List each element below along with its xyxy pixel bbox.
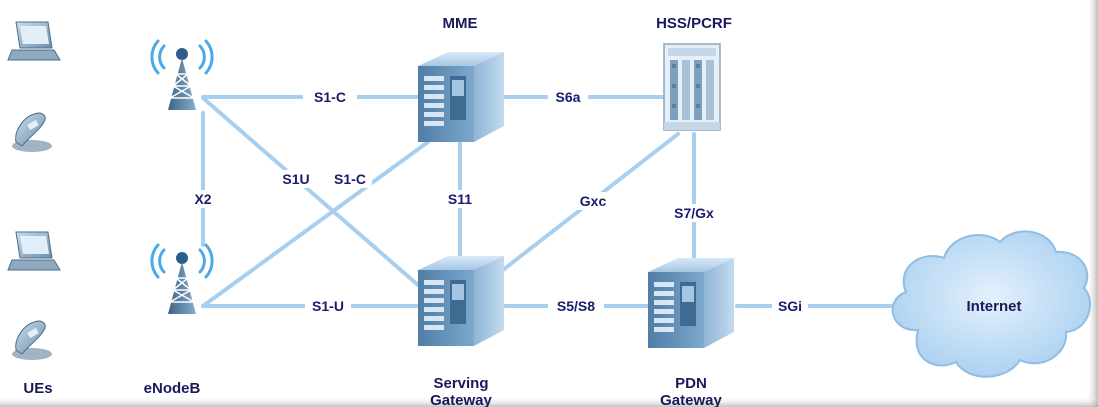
label-s11: S11	[448, 191, 472, 207]
ue-laptop-icon-1	[7, 21, 61, 61]
label-gxc: Gxc	[580, 193, 607, 209]
enodeb-label: eNodeB	[144, 380, 201, 397]
link-s1c-cross	[201, 140, 430, 308]
links-layer	[201, 95, 904, 308]
page-bottom-shadow	[0, 396, 1098, 407]
internet-label: Internet	[966, 298, 1021, 315]
label-s1c-cross: S1-C	[334, 171, 366, 187]
enodeb-tower-icon-bottom	[150, 243, 214, 314]
hss-pcrf-label: HSS/PCRF	[656, 15, 732, 32]
hss-pcrf-rack-icon	[663, 43, 721, 131]
ue-phone-icon-2	[12, 320, 52, 360]
label-s6a: S6a	[556, 89, 581, 105]
pdn-gateway-label-line1: PDN	[675, 375, 707, 392]
enodeb-tower-icon-top	[150, 39, 214, 110]
ue-laptop-icon-2	[7, 231, 61, 271]
ue-phone-icon-1	[12, 112, 52, 152]
label-s5s8: S5/S8	[557, 298, 595, 314]
label-s7gx: S7/Gx	[674, 205, 714, 221]
mme-server-icon	[418, 52, 504, 142]
page-edge-shadow	[1086, 0, 1098, 407]
label-x2: X2	[194, 191, 211, 207]
label-s1u-bottom: S1-U	[312, 298, 344, 314]
pdn-gateway-label-line2: Gateway	[660, 392, 722, 407]
link-s1u-cross	[201, 96, 420, 287]
label-sgi: SGi	[778, 298, 802, 314]
label-s1c-top: S1-C	[314, 89, 346, 105]
label-s1u-cross: S1U	[282, 171, 309, 187]
mme-label: MME	[443, 15, 478, 32]
serving-gateway-label-line2: Gateway	[430, 392, 492, 407]
label-backgrounds	[190, 88, 808, 315]
ues-label: UEs	[23, 380, 52, 397]
serving-gateway-server-icon	[418, 256, 504, 346]
serving-gateway-label-line1: Serving	[433, 375, 488, 392]
pdn-gateway-server-icon	[648, 258, 734, 348]
internet-cloud-icon	[891, 230, 1091, 378]
